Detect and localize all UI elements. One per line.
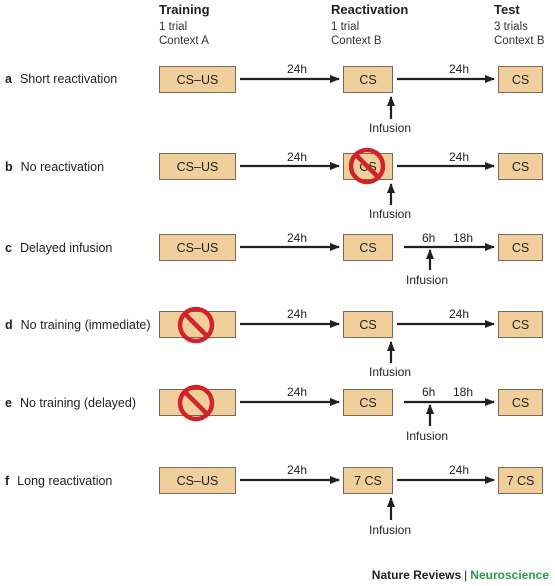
prohibited-icon-training-d (177, 306, 215, 344)
gap1-label-e: 24h (287, 385, 308, 399)
gap2b-label-e: 18h (453, 385, 474, 399)
row-label-c: c Delayed infusion (5, 241, 112, 255)
infusion-label-e: Infusion (406, 429, 449, 443)
gap2a-label-e: 6h (422, 385, 436, 399)
infusion-label-b: Infusion (369, 207, 412, 221)
row-letter-a: a (5, 72, 12, 86)
gap1-label-b: 24h (287, 150, 308, 164)
phase-title-test: Test (494, 2, 520, 17)
test-box-f: 7 CS (498, 467, 543, 494)
journal-credit: Nature Reviews|Neuroscience (372, 568, 549, 582)
row-label-d: d No training (immediate) (5, 318, 151, 332)
phase-context-training: Context A (159, 35, 209, 47)
row-label-b: b No reactivation (5, 160, 104, 174)
training-box-f: CS–US (159, 467, 236, 494)
reactivation-box-a: CS (343, 66, 393, 93)
row-label-a: a Short reactivation (5, 72, 117, 86)
test-box-d: CS (498, 311, 543, 338)
row-letter-e: e (5, 396, 12, 410)
gap2-label-a: 24h (449, 62, 470, 76)
phase-sub-training: 1 trial Context A (159, 20, 209, 48)
row-title-a: Short reactivation (19, 72, 118, 86)
test-box-b: CS (498, 153, 543, 180)
reactivation-box-f: 7 CS (343, 467, 393, 494)
reactivation-box-e: CS (343, 389, 393, 416)
phase-context-test: Context B (494, 35, 545, 47)
row-label-f: f Long reactivation (5, 474, 112, 488)
phase-sub-test: 3 trials Context B (494, 20, 545, 48)
training-box-c: CS–US (159, 234, 236, 261)
phase-trials-test: 3 trials (494, 21, 528, 33)
phase-context-reactivation: Context B (331, 35, 382, 47)
training-box-a: CS–US (159, 66, 236, 93)
infusion-label-a: Infusion (369, 121, 412, 135)
phase-trials-reactivation: 1 trial (331, 21, 360, 33)
row-title-e: No training (delayed) (19, 396, 136, 410)
row-letter-f: f (5, 474, 10, 488)
gap2-label-f: 24h (449, 463, 470, 477)
phase-trials-training: 1 trial (159, 21, 188, 33)
test-box-a: CS (498, 66, 543, 93)
training-box-b: CS–US (159, 153, 236, 180)
gap2a-label-c: 6h (422, 231, 436, 245)
prohibited-icon-reactivation-b (348, 147, 386, 185)
credit-separator: | (464, 568, 468, 582)
row-title-c: Delayed infusion (19, 241, 113, 255)
reactivation-box-d: CS (343, 311, 393, 338)
gap1-label-a: 24h (287, 62, 308, 76)
infusion-label-c: Infusion (406, 273, 449, 287)
test-box-e: CS (498, 389, 543, 416)
row-letter-b: b (5, 160, 13, 174)
journal-section: Neuroscience (470, 568, 549, 582)
row-letter-d: d (5, 318, 13, 332)
prohibited-icon-training-e (177, 384, 215, 422)
gap2b-label-c: 18h (453, 231, 474, 245)
gap1-label-c: 24h (287, 231, 308, 245)
phase-title-reactivation: Reactivation (331, 2, 409, 17)
row-label-e: e No training (delayed) (5, 396, 136, 410)
gap1-label-d: 24h (287, 307, 308, 321)
phase-title-training: Training (159, 2, 210, 17)
gap1-label-f: 24h (287, 463, 308, 477)
row-letter-c: c (5, 241, 12, 255)
infusion-label-d: Infusion (369, 365, 412, 379)
gap2-label-b: 24h (449, 150, 470, 164)
reactivation-box-c: CS (343, 234, 393, 261)
test-box-c: CS (498, 234, 543, 261)
phase-sub-reactivation: 1 trial Context B (331, 20, 382, 48)
gap2-label-d: 24h (449, 307, 470, 321)
journal-name: Nature Reviews (371, 568, 462, 582)
row-title-d: No training (immediate) (20, 318, 151, 332)
infusion-label-f: Infusion (369, 523, 412, 537)
row-title-f: Long reactivation (17, 474, 113, 488)
row-title-b: No reactivation (20, 160, 105, 174)
